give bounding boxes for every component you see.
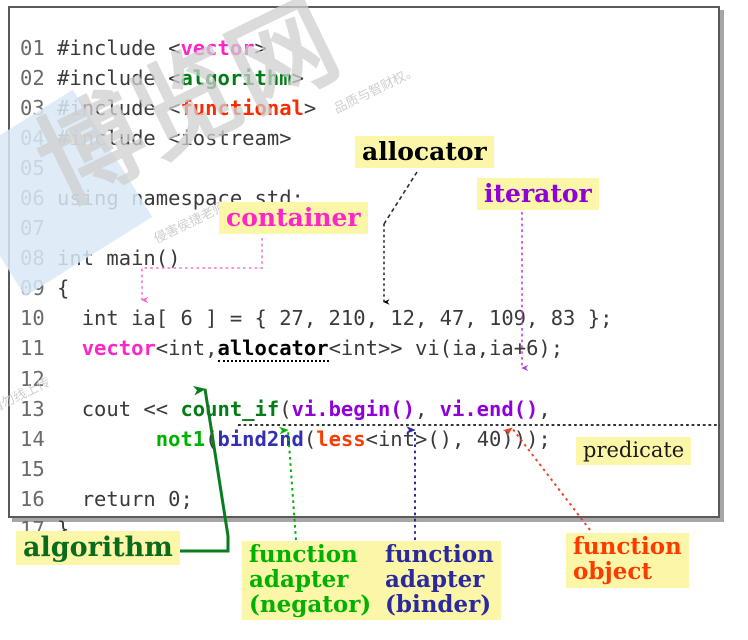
callout-predicate: predicate	[576, 437, 692, 465]
line-number: 08	[20, 246, 58, 271]
code-token: <int>(), 40)));	[365, 426, 551, 451]
code-token: (	[279, 396, 292, 421]
code-token	[57, 336, 82, 360]
code-token: (	[205, 426, 218, 451]
line-number: 05	[20, 155, 58, 180]
line-number: 06	[20, 185, 58, 210]
code-token: <	[168, 95, 181, 120]
callout-algorithm: algorithm	[16, 531, 180, 566]
callout-function-object: function object	[566, 533, 689, 588]
code-token: less	[316, 426, 366, 451]
code-token: functional	[180, 95, 304, 120]
code-token: <int,	[155, 336, 218, 361]
code-listing: 01 #include <vector> 02 #include <algori…	[20, 33, 612, 545]
line-number: 13	[20, 396, 58, 421]
callout-iterator: iterator	[477, 178, 599, 210]
code-token: ,	[414, 396, 440, 421]
line-number: 04	[20, 125, 58, 150]
line-number: 10	[20, 306, 58, 331]
line-number: 07	[20, 216, 58, 241]
code-token: <	[168, 35, 181, 60]
code-token: algorithm	[180, 65, 292, 90]
code-token: vector	[81, 336, 156, 361]
code-token: ,	[538, 396, 551, 421]
code-token: allocator	[217, 336, 329, 363]
code-token: >	[291, 65, 304, 90]
code-token: >	[303, 95, 317, 120]
code-token: return 0;	[57, 486, 193, 511]
line-number: 01	[20, 35, 58, 60]
code-token: count_if	[180, 396, 280, 421]
code-token: <	[168, 65, 181, 90]
code-token: int ia[ 6 ] = { 27, 210, 12, 47, 109, 83…	[57, 306, 613, 331]
callout-allocator: allocator	[355, 136, 494, 168]
code-token: <int>> vi(ia,ia+6);	[328, 336, 564, 361]
code-token: #include	[57, 35, 169, 60]
code-token: #include	[57, 65, 169, 90]
code-token: vi.end()	[439, 396, 539, 421]
code-token	[57, 427, 156, 451]
code-token: vi.begin()	[291, 396, 415, 421]
line-number: 09	[20, 276, 58, 301]
code-token: cout <<	[57, 396, 181, 421]
callout-function-adapter-negator: function adapter (negator)	[242, 541, 379, 621]
line-number: 15	[20, 456, 58, 481]
code-token: not1	[155, 426, 206, 451]
code-token: {	[57, 276, 70, 301]
code-token: #include	[57, 95, 169, 120]
line-number: 03	[20, 95, 58, 120]
code-token: int main()	[57, 246, 181, 271]
line-number: 14	[20, 426, 58, 451]
callout-function-adapter-binder: function adapter (binder)	[378, 541, 501, 621]
code-token: >	[254, 35, 267, 60]
line-number: 16	[20, 486, 58, 511]
code-listing-box: 01 #include <vector> 02 #include <algori…	[8, 6, 720, 541]
code-token: #include <iostream>	[57, 125, 292, 150]
callout-container: container	[219, 202, 368, 234]
code-token: bind2nd	[217, 426, 304, 451]
line-number: 02	[20, 65, 58, 90]
line-number: 12	[20, 366, 58, 391]
line-number: 11	[20, 336, 58, 361]
code-token: (	[303, 426, 317, 451]
code-token: vector	[180, 35, 255, 60]
